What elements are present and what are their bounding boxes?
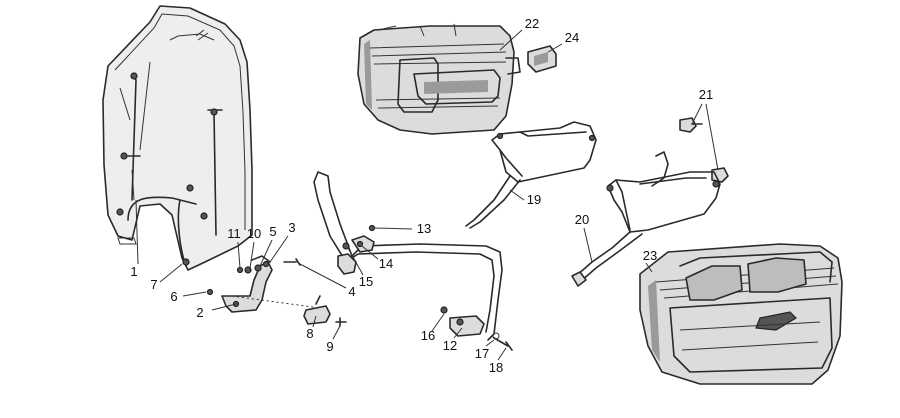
callout-6: 6: [170, 289, 177, 304]
callout-13: 13: [417, 221, 431, 236]
callout-2: 2: [196, 305, 203, 320]
callout-24: 24: [565, 30, 579, 45]
leader-lines: [135, 29, 719, 361]
callout-3: 3: [288, 220, 295, 235]
mount-hardware: [206, 255, 347, 327]
windshield: [102, 5, 253, 271]
side-case-right: [639, 243, 843, 385]
callout-23: 23: [643, 248, 657, 263]
callout-10: 10: [247, 226, 261, 241]
callout-17: 17: [475, 346, 489, 361]
callout-1: 1: [130, 264, 137, 279]
callout-11: 11: [227, 226, 241, 241]
lower-clamp: [440, 306, 513, 351]
callout-20: 20: [575, 212, 589, 227]
rack-frame-19: [465, 121, 597, 229]
callout-14: 14: [379, 256, 393, 271]
callout-labels: 1 2 3 4 5 6 7 8 9 10 11 12 13 14 15 16 1…: [130, 16, 713, 375]
rack-frame-20: [571, 171, 721, 287]
callout-18: 18: [489, 360, 503, 375]
tube-frame: [313, 171, 503, 341]
callout-7: 7: [150, 277, 157, 292]
callout-5: 5: [269, 224, 276, 239]
callout-22: 22: [525, 16, 539, 31]
callout-4: 4: [348, 284, 355, 299]
latch-24: [527, 45, 557, 73]
callout-9: 9: [326, 339, 333, 354]
callout-21: 21: [699, 87, 713, 102]
callout-8: 8: [306, 326, 313, 341]
side-case-top: [357, 23, 521, 135]
callout-16: 16: [421, 328, 435, 343]
callout-12: 12: [443, 338, 457, 353]
callout-19: 19: [527, 192, 541, 207]
callout-15: 15: [359, 274, 373, 289]
